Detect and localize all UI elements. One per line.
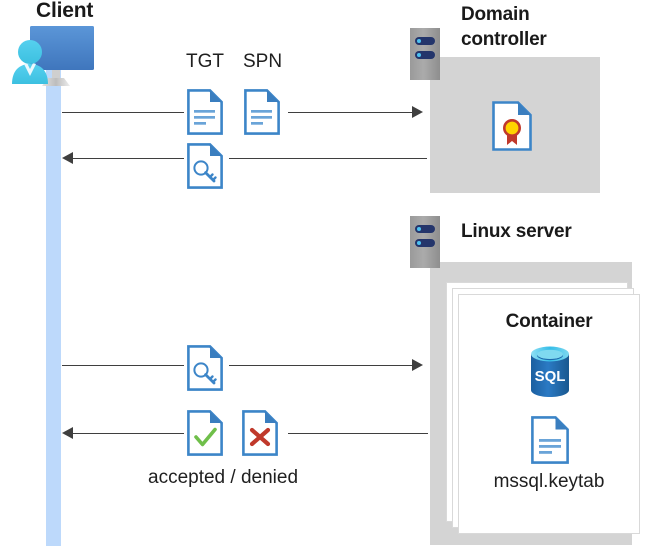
certificate-document-icon: [491, 100, 533, 152]
domain-controller-label-line2: controller: [461, 29, 547, 50]
arrow-line-result-right: [288, 433, 428, 434]
arrow-line-result-left: [73, 433, 184, 434]
text-document-icon-tgt: [186, 88, 224, 136]
spn-label: SPN: [243, 51, 283, 72]
accepted-denied-label: accepted / denied: [148, 467, 299, 488]
server-rack-icon-linux-server: [410, 216, 440, 268]
denied-document-icon: [241, 409, 279, 457]
text-document-icon-spn: [243, 88, 281, 136]
server-rack-icon-domain-controller: [410, 28, 440, 80]
client-label: Client: [36, 0, 94, 22]
svg-text:SQL: SQL: [535, 368, 566, 385]
client-computer-user-icon: [8, 22, 104, 92]
arrow-head-ticket-to-client: [62, 152, 73, 164]
container-card-front: Container: [458, 294, 640, 534]
arrow-line-request-right: [288, 112, 413, 113]
accepted-document-icon: [186, 409, 224, 457]
arrow-head-service-to-linux: [412, 359, 423, 371]
arrow-line-request-left: [62, 112, 184, 113]
key-document-icon-service: [186, 344, 224, 392]
arrow-head-request-to-dc: [412, 106, 423, 118]
keytab-file-label: mssql.keytab: [493, 471, 605, 492]
keytab-document-icon: [530, 415, 570, 465]
arrow-line-service-left: [62, 365, 184, 366]
domain-controller-label-line1: Domain: [461, 4, 530, 25]
arrow-line-service-right: [229, 365, 413, 366]
tgt-label: TGT: [186, 51, 224, 72]
linux-server-label: Linux server: [461, 221, 572, 242]
domain-controller-label: Domain controller: [461, 2, 611, 52]
client-lifeline: [46, 68, 61, 546]
sql-database-icon: SQL: [527, 345, 573, 399]
container-label: Container: [505, 311, 593, 332]
arrow-head-result-to-client: [62, 427, 73, 439]
arrow-line-ticket-left: [73, 158, 184, 159]
arrow-line-ticket-right: [229, 158, 427, 159]
key-document-icon-ticket: [186, 142, 224, 190]
